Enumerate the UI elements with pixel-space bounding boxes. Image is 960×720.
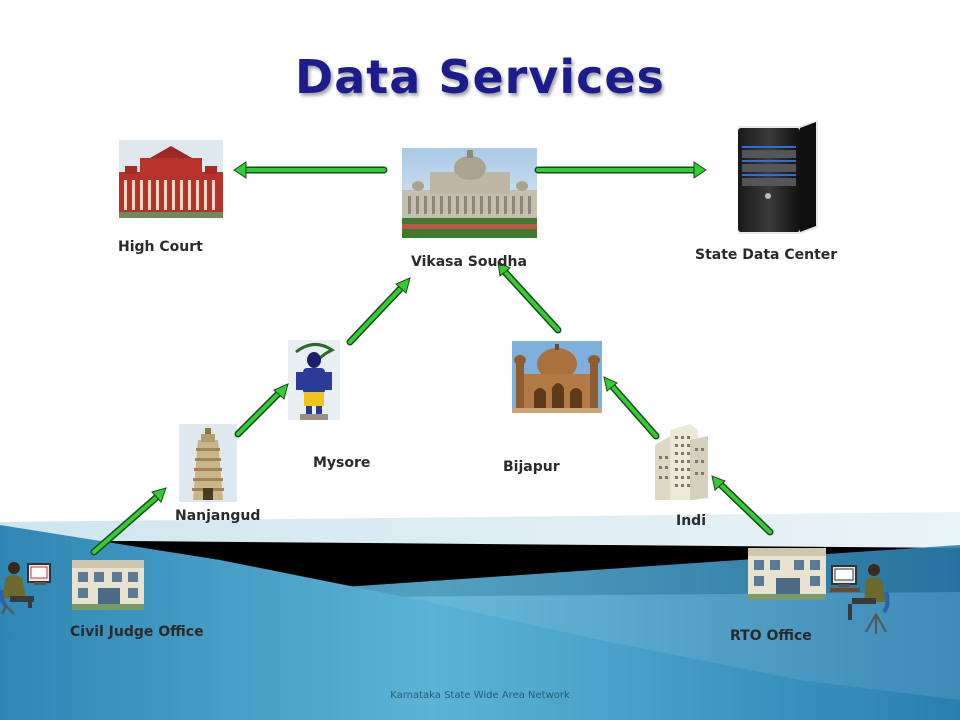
indi-tower-icon: [655, 424, 708, 500]
slide-title: Data Services: [295, 50, 665, 104]
vikasa-soudha-icon: [402, 148, 537, 238]
arrow-mysore-to-vikasa: [346, 277, 411, 346]
nanjangud-temple-icon: [179, 424, 237, 502]
node-label-bijapur: Bijapur: [503, 459, 560, 475]
node-label-vikasa-soudha: Vikasa Soudha: [411, 254, 527, 270]
node-label-nanjangud: Nanjangud: [175, 508, 261, 524]
rto-operator-icon: [830, 564, 890, 634]
bijapur-monument-icon: [512, 341, 602, 413]
arrow-vikasa-to-high-court: [233, 161, 388, 179]
arrow-nanjangud-to-mysore: [234, 383, 289, 438]
arrow-bijapur-to-vikasa: [497, 261, 562, 334]
node-label-mysore: Mysore: [313, 455, 371, 471]
bottom-band: [0, 512, 960, 720]
arrow-civil-judge-to-nanjangud: [90, 487, 167, 556]
arrow-indi-to-bijapur: [603, 376, 660, 440]
node-label-high-court: High Court: [118, 239, 203, 255]
footer-text: Karnataka State Wide Area Network: [390, 690, 570, 701]
node-label-state-data-center: State Data Center: [695, 247, 838, 263]
rto-office-building-icon: [748, 548, 826, 600]
node-label-indi: Indi: [676, 513, 706, 529]
civil-judge-office-building-icon: [72, 560, 144, 610]
mysore-statue-icon: [288, 340, 340, 420]
arrows: [90, 161, 774, 556]
server-icon: [738, 120, 818, 234]
arrow-rto-to-indi: [711, 475, 774, 536]
node-label-rto-office: RTO Office: [730, 628, 812, 644]
arrow-vikasa-to-data-center: [534, 161, 707, 179]
civil-judge-operator-icon: [0, 562, 51, 615]
high-court-icon: [119, 140, 223, 218]
node-label-civil-judge-office: Civil Judge Office: [70, 624, 204, 640]
